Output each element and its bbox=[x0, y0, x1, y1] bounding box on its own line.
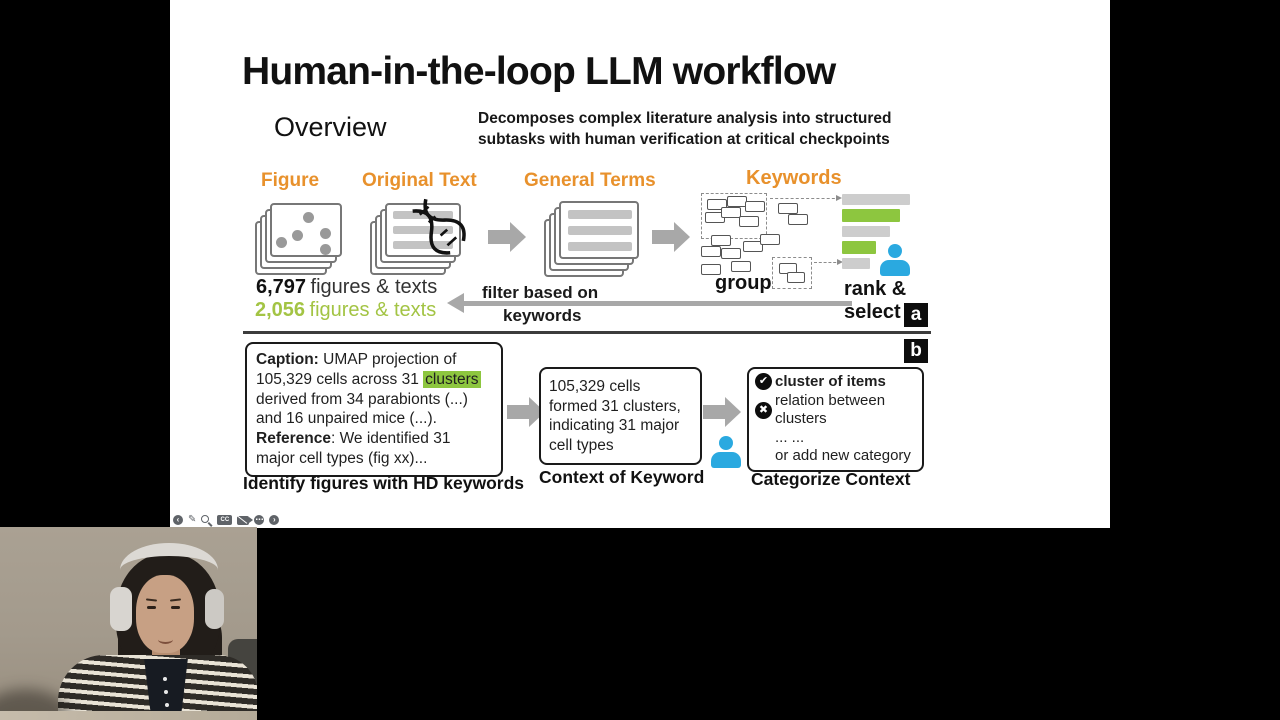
more-options-button[interactable]: ⋯ bbox=[254, 515, 265, 525]
desk-edge bbox=[0, 711, 257, 720]
keyword-group-box bbox=[772, 257, 812, 289]
panel-a-badge: a bbox=[904, 303, 928, 327]
slide-title: Human-in-the-loop LLM workflow bbox=[242, 50, 836, 93]
keyword-rank-bar bbox=[842, 194, 910, 205]
filter-label-1: filter based on bbox=[482, 283, 599, 302]
categorize-box: ✔ cluster of items ✖ relation between cl… bbox=[747, 367, 924, 472]
flow-arrow-icon bbox=[652, 222, 690, 252]
stage-label-figure: Figure bbox=[261, 170, 320, 191]
zoom-icon[interactable] bbox=[201, 514, 212, 526]
keyword-bars bbox=[842, 194, 912, 273]
dna-icon bbox=[412, 195, 466, 262]
keyword-group-box bbox=[701, 193, 767, 239]
presenter-webcam[interactable] bbox=[0, 527, 257, 720]
captions-button[interactable]: CC bbox=[217, 515, 233, 525]
original-text-stack-icon bbox=[370, 198, 466, 276]
presenter-toolbar: ‹ ✎ CC ⋯ › bbox=[173, 514, 280, 526]
keyword-grouping-graphic bbox=[698, 190, 848, 294]
caption-box: Caption: UMAP projection of 105,329 cell… bbox=[245, 342, 503, 477]
categorize-box-label: Categorize Context bbox=[751, 469, 911, 489]
keyword-rank-bar bbox=[842, 226, 890, 237]
presenter-face bbox=[136, 575, 194, 653]
subtitle-line-2: subtasks with human verification at crit… bbox=[478, 131, 890, 148]
flow-arrow-icon bbox=[703, 397, 741, 427]
filter-arrow-head-icon bbox=[447, 293, 464, 313]
slide-subtitle: Decomposes complex literature analysis i… bbox=[478, 108, 908, 150]
figure-stack-icon bbox=[255, 203, 343, 276]
reference-heading: Reference bbox=[256, 430, 331, 448]
group-label: group bbox=[715, 272, 772, 294]
previous-slide-button[interactable]: ‹ bbox=[173, 515, 183, 525]
context-box-label: Context of Keyword bbox=[539, 467, 705, 487]
headphones-band bbox=[120, 543, 218, 597]
keyword-rank-bar bbox=[842, 258, 870, 269]
stage-label-general-terms: General Terms bbox=[524, 170, 656, 191]
human-reviewer-icon bbox=[711, 436, 741, 468]
pen-icon[interactable]: ✎ bbox=[188, 514, 197, 525]
caption-box-label: Identify figures with HD keywords bbox=[243, 473, 525, 493]
stage-label-keywords: Keywords bbox=[746, 167, 842, 189]
context-box: 105,329 cells formed 31 clusters, indica… bbox=[539, 367, 702, 465]
filter-label-2: keywords bbox=[503, 306, 582, 325]
dashed-arrow-icon bbox=[770, 195, 842, 201]
inner-shirt bbox=[144, 659, 188, 720]
accepted-category: cluster of items bbox=[775, 373, 886, 390]
filter-arrow-line bbox=[462, 301, 852, 306]
subtitle-line-1: Decomposes complex literature analysis i… bbox=[478, 110, 892, 127]
panel-b-badge: b bbox=[904, 339, 928, 363]
headphone-earcup bbox=[110, 587, 132, 631]
camera-off-icon[interactable] bbox=[237, 516, 254, 525]
rank-select-label: rank & select bbox=[844, 278, 907, 323]
flow-arrow-icon bbox=[488, 222, 526, 252]
presentation-slide: Human-in-the-loop LLM workflow Overview … bbox=[170, 0, 1110, 528]
stage-label-original-text: Original Text bbox=[362, 170, 477, 191]
terms-card bbox=[559, 201, 639, 259]
check-icon: ✔ bbox=[755, 373, 772, 390]
count-filtered: 2,056 figures & texts bbox=[255, 299, 437, 321]
scatter-plot-card bbox=[270, 203, 342, 257]
caption-heading: Caption: bbox=[256, 351, 319, 368]
rejected-category: relation between clusters bbox=[775, 391, 886, 428]
next-slide-button[interactable]: › bbox=[269, 515, 280, 525]
keyword-rank-bar bbox=[842, 209, 900, 222]
count-total: 6,797 figures & texts bbox=[256, 276, 438, 298]
add-category-row: or add new category bbox=[775, 447, 911, 465]
ellipsis-row: ... ... bbox=[775, 428, 805, 446]
cross-icon: ✖ bbox=[755, 401, 772, 419]
highlighted-keyword: clusters bbox=[423, 370, 481, 388]
human-reviewer-icon bbox=[880, 244, 910, 276]
dashed-arrow-icon bbox=[814, 259, 843, 265]
section-label: Overview bbox=[274, 112, 387, 142]
section-divider bbox=[243, 331, 931, 334]
general-terms-stack-icon bbox=[544, 201, 641, 278]
keyword-rank-bar bbox=[842, 241, 876, 254]
headphone-earcup bbox=[205, 589, 224, 629]
